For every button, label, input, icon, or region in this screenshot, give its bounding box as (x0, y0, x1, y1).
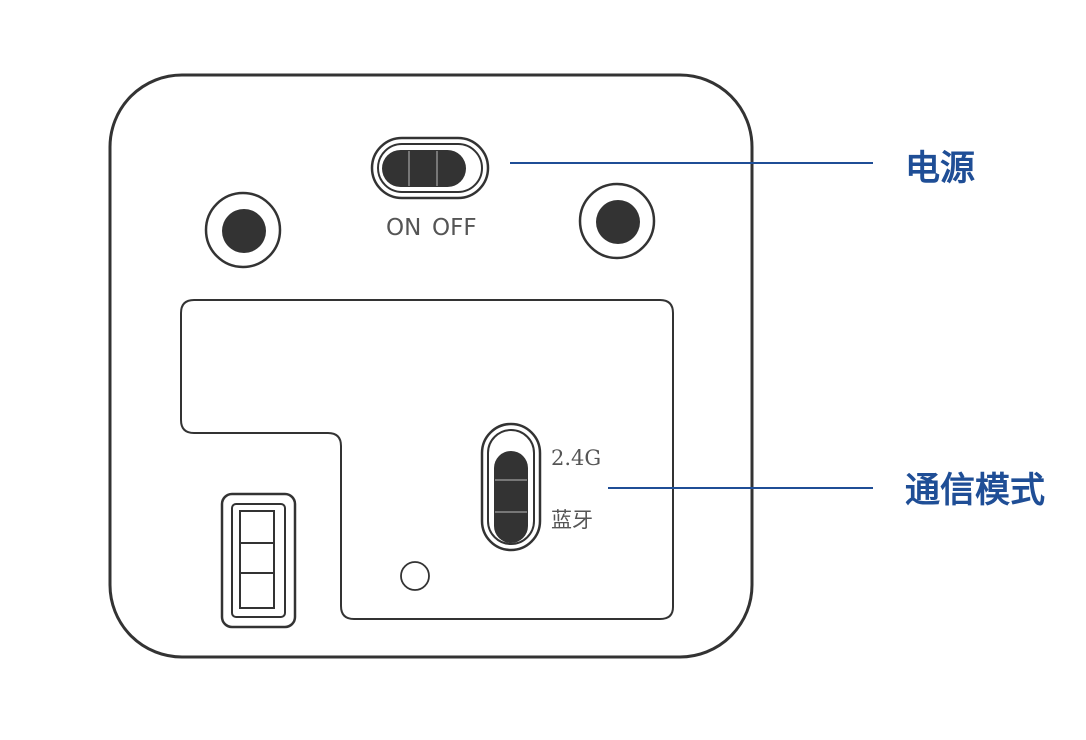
power-switch (370, 136, 490, 200)
battery-cover-outline (180, 299, 674, 620)
reset-button (400, 561, 430, 591)
power-switch-knob (382, 150, 466, 187)
mode-switch-knob (494, 451, 528, 543)
mode-callout-label: 通信模式 (905, 471, 1045, 511)
connector-block (220, 492, 297, 629)
connector-slot (239, 542, 275, 574)
connector-slot (239, 572, 275, 609)
power-on-label: ON (386, 215, 421, 241)
mode-label-24g: 2.4G (551, 446, 601, 470)
mounting-hole-left (204, 191, 282, 269)
connector-slot (239, 510, 275, 544)
mounting-hole-right (578, 182, 656, 260)
power-off-label: OFF (432, 215, 477, 241)
mode-label-bluetooth: 蓝牙 (551, 508, 593, 532)
mode-switch (480, 422, 542, 552)
power-callout-label: 电源 (905, 149, 975, 189)
